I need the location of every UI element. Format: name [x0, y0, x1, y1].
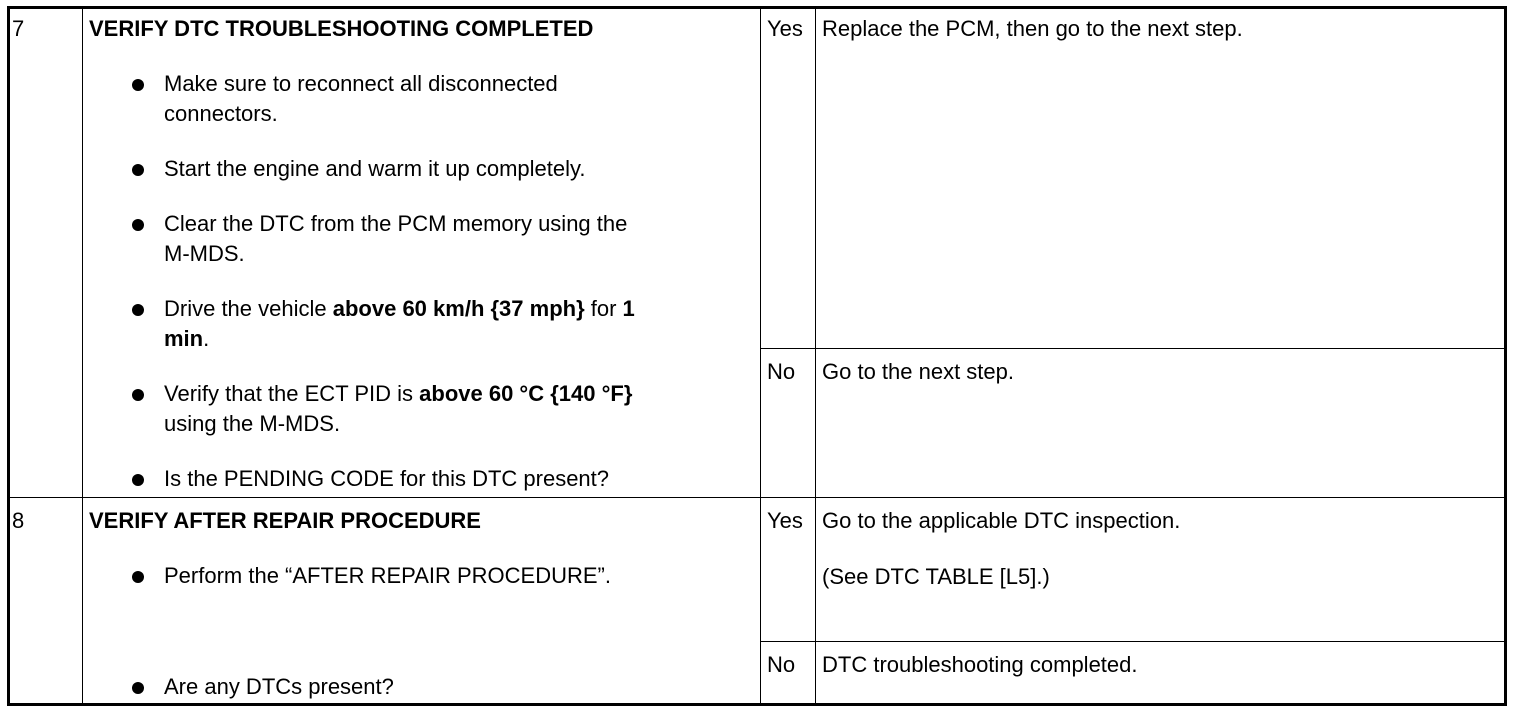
list-item: Make sure to reconnect all disconnected … [132, 69, 558, 129]
list-item-text: Perform the “AFTER REPAIR PROCEDURE”. [164, 563, 611, 588]
list-item-text: Start the engine and warm it up complete… [164, 156, 586, 181]
bullet-icon [132, 164, 144, 176]
list-item: Drive the vehicle above 60 km/h {37 mph}… [132, 294, 635, 354]
column-divider-procedure [760, 8, 761, 705]
list-item-text: using the M-MDS. [164, 411, 341, 436]
list-item: Perform the “AFTER REPAIR PROCEDURE”. [132, 561, 611, 591]
list-item-text: min. [164, 326, 210, 351]
list-item-text: Make sure to reconnect all disconnected [164, 71, 558, 96]
step-title: VERIFY DTC TROUBLESHOOTING COMPLETED [89, 16, 594, 41]
yes-label: Yes [767, 508, 803, 533]
bullet-icon [132, 219, 144, 231]
no-action: DTC troubleshooting completed. [822, 652, 1138, 677]
row-7-yes-no-divider [760, 348, 1506, 349]
list-item-text: M-MDS. [164, 241, 245, 266]
list-item: Verify that the ECT PID is above 60 °C {… [132, 379, 633, 439]
no-label: No [767, 359, 796, 384]
list-item: Clear the DTC from the PCM memory using … [132, 209, 628, 269]
bullet-icon [132, 79, 144, 91]
bullet-icon [132, 682, 144, 694]
step-title: VERIFY AFTER REPAIR PROCEDURE [89, 508, 481, 533]
row-8-yes-no-divider [760, 641, 1506, 642]
yes-note: (See DTC TABLE [L5].) [822, 564, 1050, 589]
column-divider-result [815, 8, 816, 705]
list-item: Is the PENDING CODE for this DTC present… [132, 464, 610, 494]
list-item: Start the engine and warm it up complete… [132, 154, 586, 184]
no-label: No [767, 652, 796, 677]
yes-action: Go to the applicable DTC inspection. [822, 508, 1181, 533]
list-item-text: Clear the DTC from the PCM memory using … [164, 211, 628, 236]
bullet-icon [132, 474, 144, 486]
bullet-icon [132, 389, 144, 401]
step-number: 8 [12, 508, 25, 533]
yes-label: Yes [767, 16, 803, 41]
yes-action: Replace the PCM, then go to the next ste… [822, 16, 1243, 41]
troubleshooting-table [7, 6, 1507, 706]
list-item: Are any DTCs present? [132, 672, 394, 702]
bullet-icon [132, 571, 144, 583]
list-item-text: Drive the vehicle above 60 km/h {37 mph}… [164, 296, 635, 321]
no-action: Go to the next step. [822, 359, 1015, 384]
list-item-text: connectors. [164, 101, 278, 126]
list-item-text: Is the PENDING CODE for this DTC present… [164, 466, 610, 491]
list-item-text: Are any DTCs present? [164, 674, 394, 699]
step-number: 7 [12, 16, 25, 41]
bullet-icon [132, 304, 144, 316]
column-divider-step [82, 8, 83, 705]
row-divider-7-8 [8, 497, 1506, 498]
list-item-text: Verify that the ECT PID is above 60 °C {… [164, 381, 633, 406]
